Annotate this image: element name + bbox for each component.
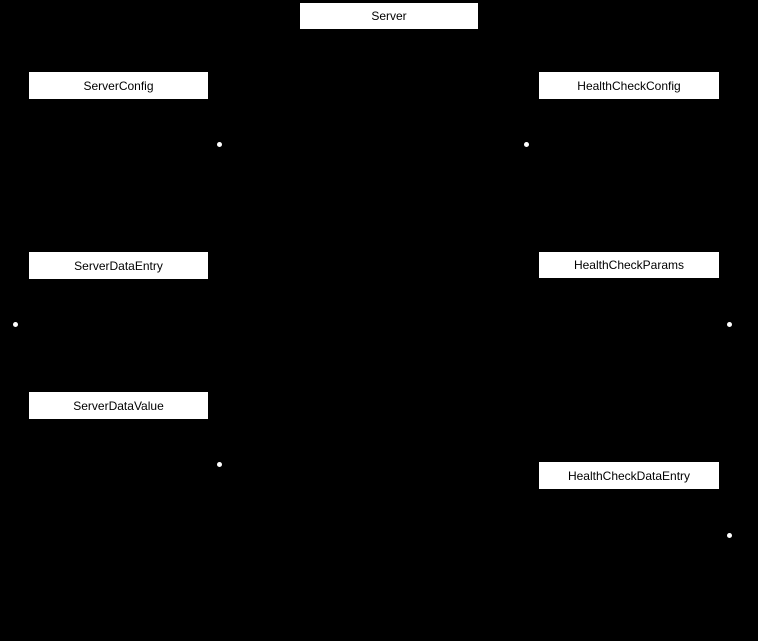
node-server-config: ServerConfig	[29, 72, 208, 99]
connector-dot-3	[13, 322, 18, 327]
node-server-data-value: ServerDataValue	[29, 392, 208, 419]
node-server: Server	[300, 3, 478, 29]
connector-dot-1	[217, 142, 222, 147]
node-server-data-entry: ServerDataEntry	[29, 252, 208, 279]
connector-dot-2	[524, 142, 529, 147]
node-server-label: Server	[371, 9, 407, 23]
node-health-check-config-label: HealthCheckConfig	[577, 78, 681, 93]
node-server-config-label: ServerConfig	[83, 78, 154, 93]
connector-dot-6	[727, 533, 732, 538]
node-health-check-config: HealthCheckConfig	[539, 72, 719, 99]
node-health-check-params: HealthCheckParams	[539, 252, 719, 278]
node-health-check-params-label: HealthCheckParams	[573, 258, 685, 272]
node-server-data-value-label: ServerDataValue	[73, 398, 164, 413]
connector-dot-5	[217, 462, 222, 467]
connector-dot-4	[727, 322, 732, 327]
node-health-check-data-entry: HealthCheckDataEntry	[539, 462, 719, 489]
node-health-check-data-entry-label: HealthCheckDataEntry	[567, 468, 691, 483]
node-server-data-entry-label: ServerDataEntry	[74, 258, 163, 273]
